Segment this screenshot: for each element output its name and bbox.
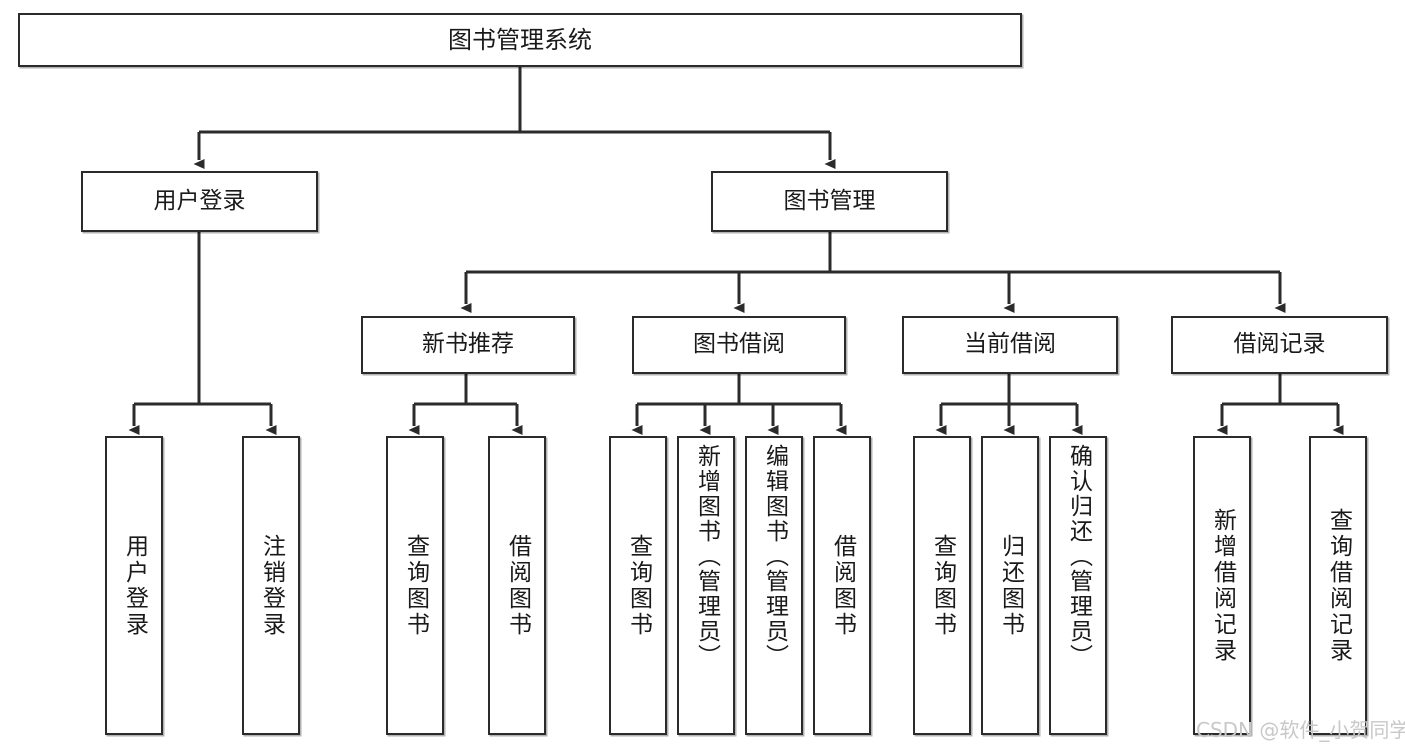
csdn-watermark: CSDN @软件_小贺同学 (1196, 718, 1405, 742)
node-label: 查询图书 (402, 533, 429, 638)
node-book-borrow[interactable]: 图书借阅 (632, 316, 846, 374)
node-label: 新增图书（管理员） (693, 444, 720, 669)
node-label: 查询图书 (929, 533, 956, 638)
leaf-add-book-admin[interactable]: 新增图书（管理员） (677, 436, 735, 735)
node-label: 当前借阅 (964, 331, 1056, 358)
leaf-query-book-borrow[interactable]: 查询图书 (609, 436, 667, 735)
node-label: 图书借阅 (693, 331, 785, 358)
leaf-query-book-current[interactable]: 查询图书 (913, 436, 971, 735)
node-label: 图书管理系统 (448, 25, 592, 54)
leaf-query-book-recommend[interactable]: 查询图书 (386, 436, 444, 735)
leaf-edit-book-admin[interactable]: 编辑图书（管理员） (745, 436, 803, 735)
node-label: 用户登录 (121, 533, 148, 638)
leaf-user-login[interactable]: 用户登录 (105, 436, 163, 735)
node-label: 新增借阅记录 (1209, 507, 1236, 664)
node-current-borrow[interactable]: 当前借阅 (902, 316, 1118, 374)
node-label: 查询图书 (625, 533, 652, 638)
leaf-query-borrow-record[interactable]: 查询借阅记录 (1309, 436, 1367, 735)
node-label: 归还图书 (997, 533, 1024, 638)
node-label: 借阅记录 (1233, 331, 1326, 358)
node-label: 用户登录 (153, 187, 246, 214)
node-new-book-recommend[interactable]: 新书推荐 (361, 316, 575, 374)
node-label: 编辑图书（管理员） (761, 444, 788, 669)
leaf-borrow-book[interactable]: 借阅图书 (813, 436, 871, 735)
node-label: 图书管理 (783, 187, 876, 214)
leaf-confirm-return-admin[interactable]: 确认归还（管理员） (1049, 436, 1107, 735)
node-label: 查询借阅记录 (1325, 507, 1352, 664)
node-borrow-record[interactable]: 借阅记录 (1171, 316, 1388, 374)
node-root-system[interactable]: 图书管理系统 (18, 13, 1022, 67)
node-label: 确认归还（管理员） (1065, 444, 1092, 669)
node-user-login[interactable]: 用户登录 (81, 171, 318, 232)
leaf-borrow-book-recommend[interactable]: 借阅图书 (488, 436, 546, 735)
node-book-management[interactable]: 图书管理 (711, 171, 948, 232)
node-label: 借阅图书 (829, 533, 856, 638)
node-label: 借阅图书 (504, 533, 531, 638)
node-label: 新书推荐 (422, 331, 514, 358)
node-label: 注销登录 (258, 533, 285, 638)
leaf-user-logout[interactable]: 注销登录 (242, 436, 300, 735)
leaf-add-borrow-record[interactable]: 新增借阅记录 (1193, 436, 1251, 735)
leaf-return-book[interactable]: 归还图书 (981, 436, 1039, 735)
